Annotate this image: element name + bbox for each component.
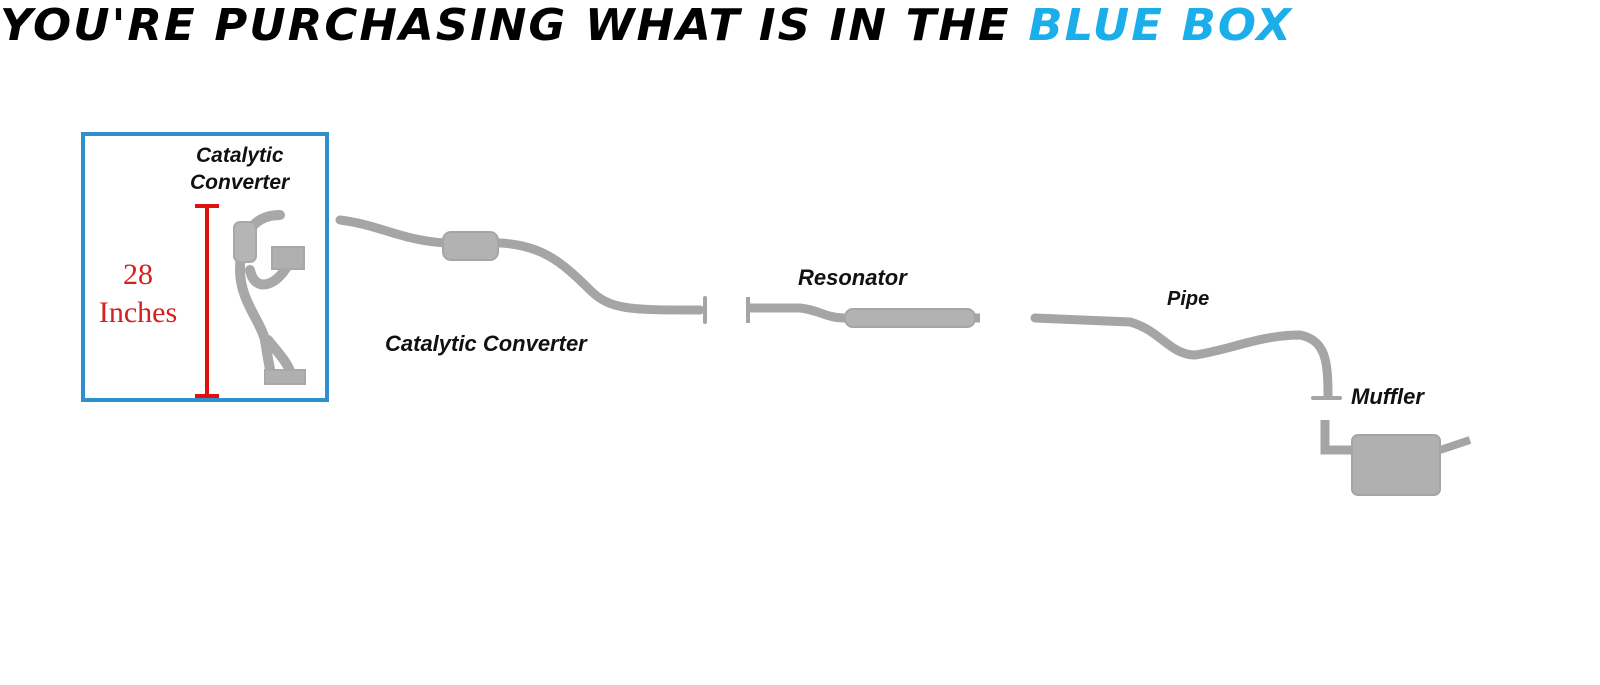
pipe-label: Pipe <box>1167 288 1210 310</box>
catalytic-converter-label: Catalytic Converter <box>385 331 587 356</box>
measure-value: 28 <box>123 258 153 291</box>
muffler-part <box>1320 420 1472 496</box>
front-catalytic-converter <box>233 210 306 385</box>
measure-unit: Inches <box>98 296 178 329</box>
headline-highlight: BLUE BOX <box>1028 0 1294 51</box>
purchased-item-box <box>81 132 329 402</box>
headline: YOU'RE PURCHASING WHAT IS IN THE BLUE BO… <box>0 0 1600 52</box>
muffler-label: Muffler <box>1351 384 1424 409</box>
cat-converter-pipe <box>335 215 707 324</box>
headline-main: YOU'RE PURCHASING WHAT IS IN THE <box>0 0 1011 51</box>
resonator-pipe <box>746 297 980 328</box>
box-label-line2: Converter <box>190 171 290 194</box>
box-label-line1: Catalytic <box>196 144 284 167</box>
measure-bar <box>195 204 219 398</box>
pipe-section <box>1030 313 1342 400</box>
resonator-label: Resonator <box>798 265 907 290</box>
